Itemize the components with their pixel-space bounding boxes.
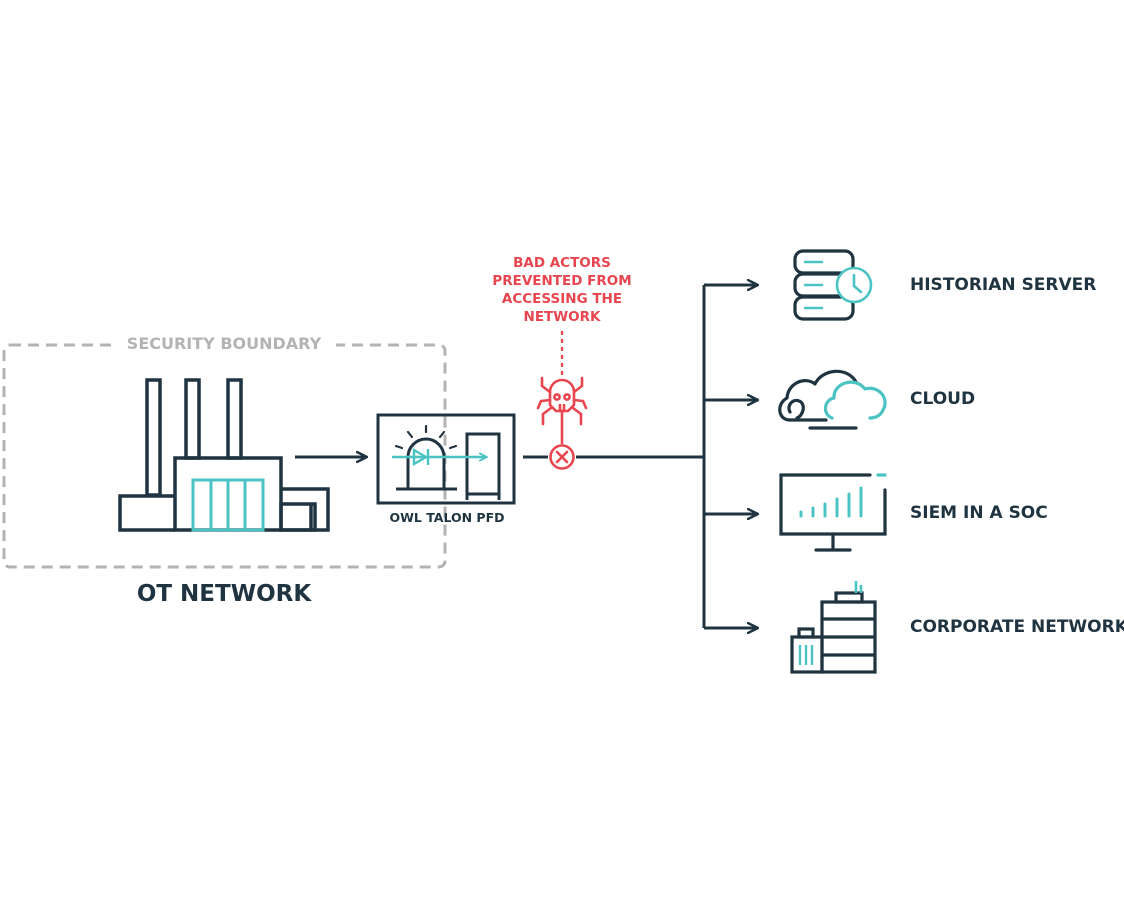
cloud-label: CLOUD — [910, 389, 976, 409]
historian-server-label: HISTORIAN SERVER — [910, 275, 1097, 295]
ot-network-label: OT NETWORK — [136, 581, 312, 607]
office-building-icon — [790, 581, 877, 674]
device-label: OWL TALON PFD — [389, 510, 505, 525]
monitor-chart-icon — [779, 473, 887, 552]
siem-label: SIEM IN A SOC — [910, 503, 1048, 523]
security-boundary-label: SECURITY BOUNDARY — [112, 334, 336, 354]
cloud-icon — [778, 369, 887, 430]
distribution-trunk — [702, 285, 758, 628]
x-circle-icon — [549, 444, 575, 470]
skull-spider-icon — [536, 376, 588, 445]
data-diode-icon — [376, 413, 516, 505]
threat-label: BAD ACTORS PREVENTED FROM ACCESSING THE … — [492, 255, 632, 325]
corporate-network-label: CORPORATE NETWORK — [910, 617, 1124, 637]
server-clock-icon — [793, 249, 873, 321]
factory-icon — [118, 378, 330, 532]
